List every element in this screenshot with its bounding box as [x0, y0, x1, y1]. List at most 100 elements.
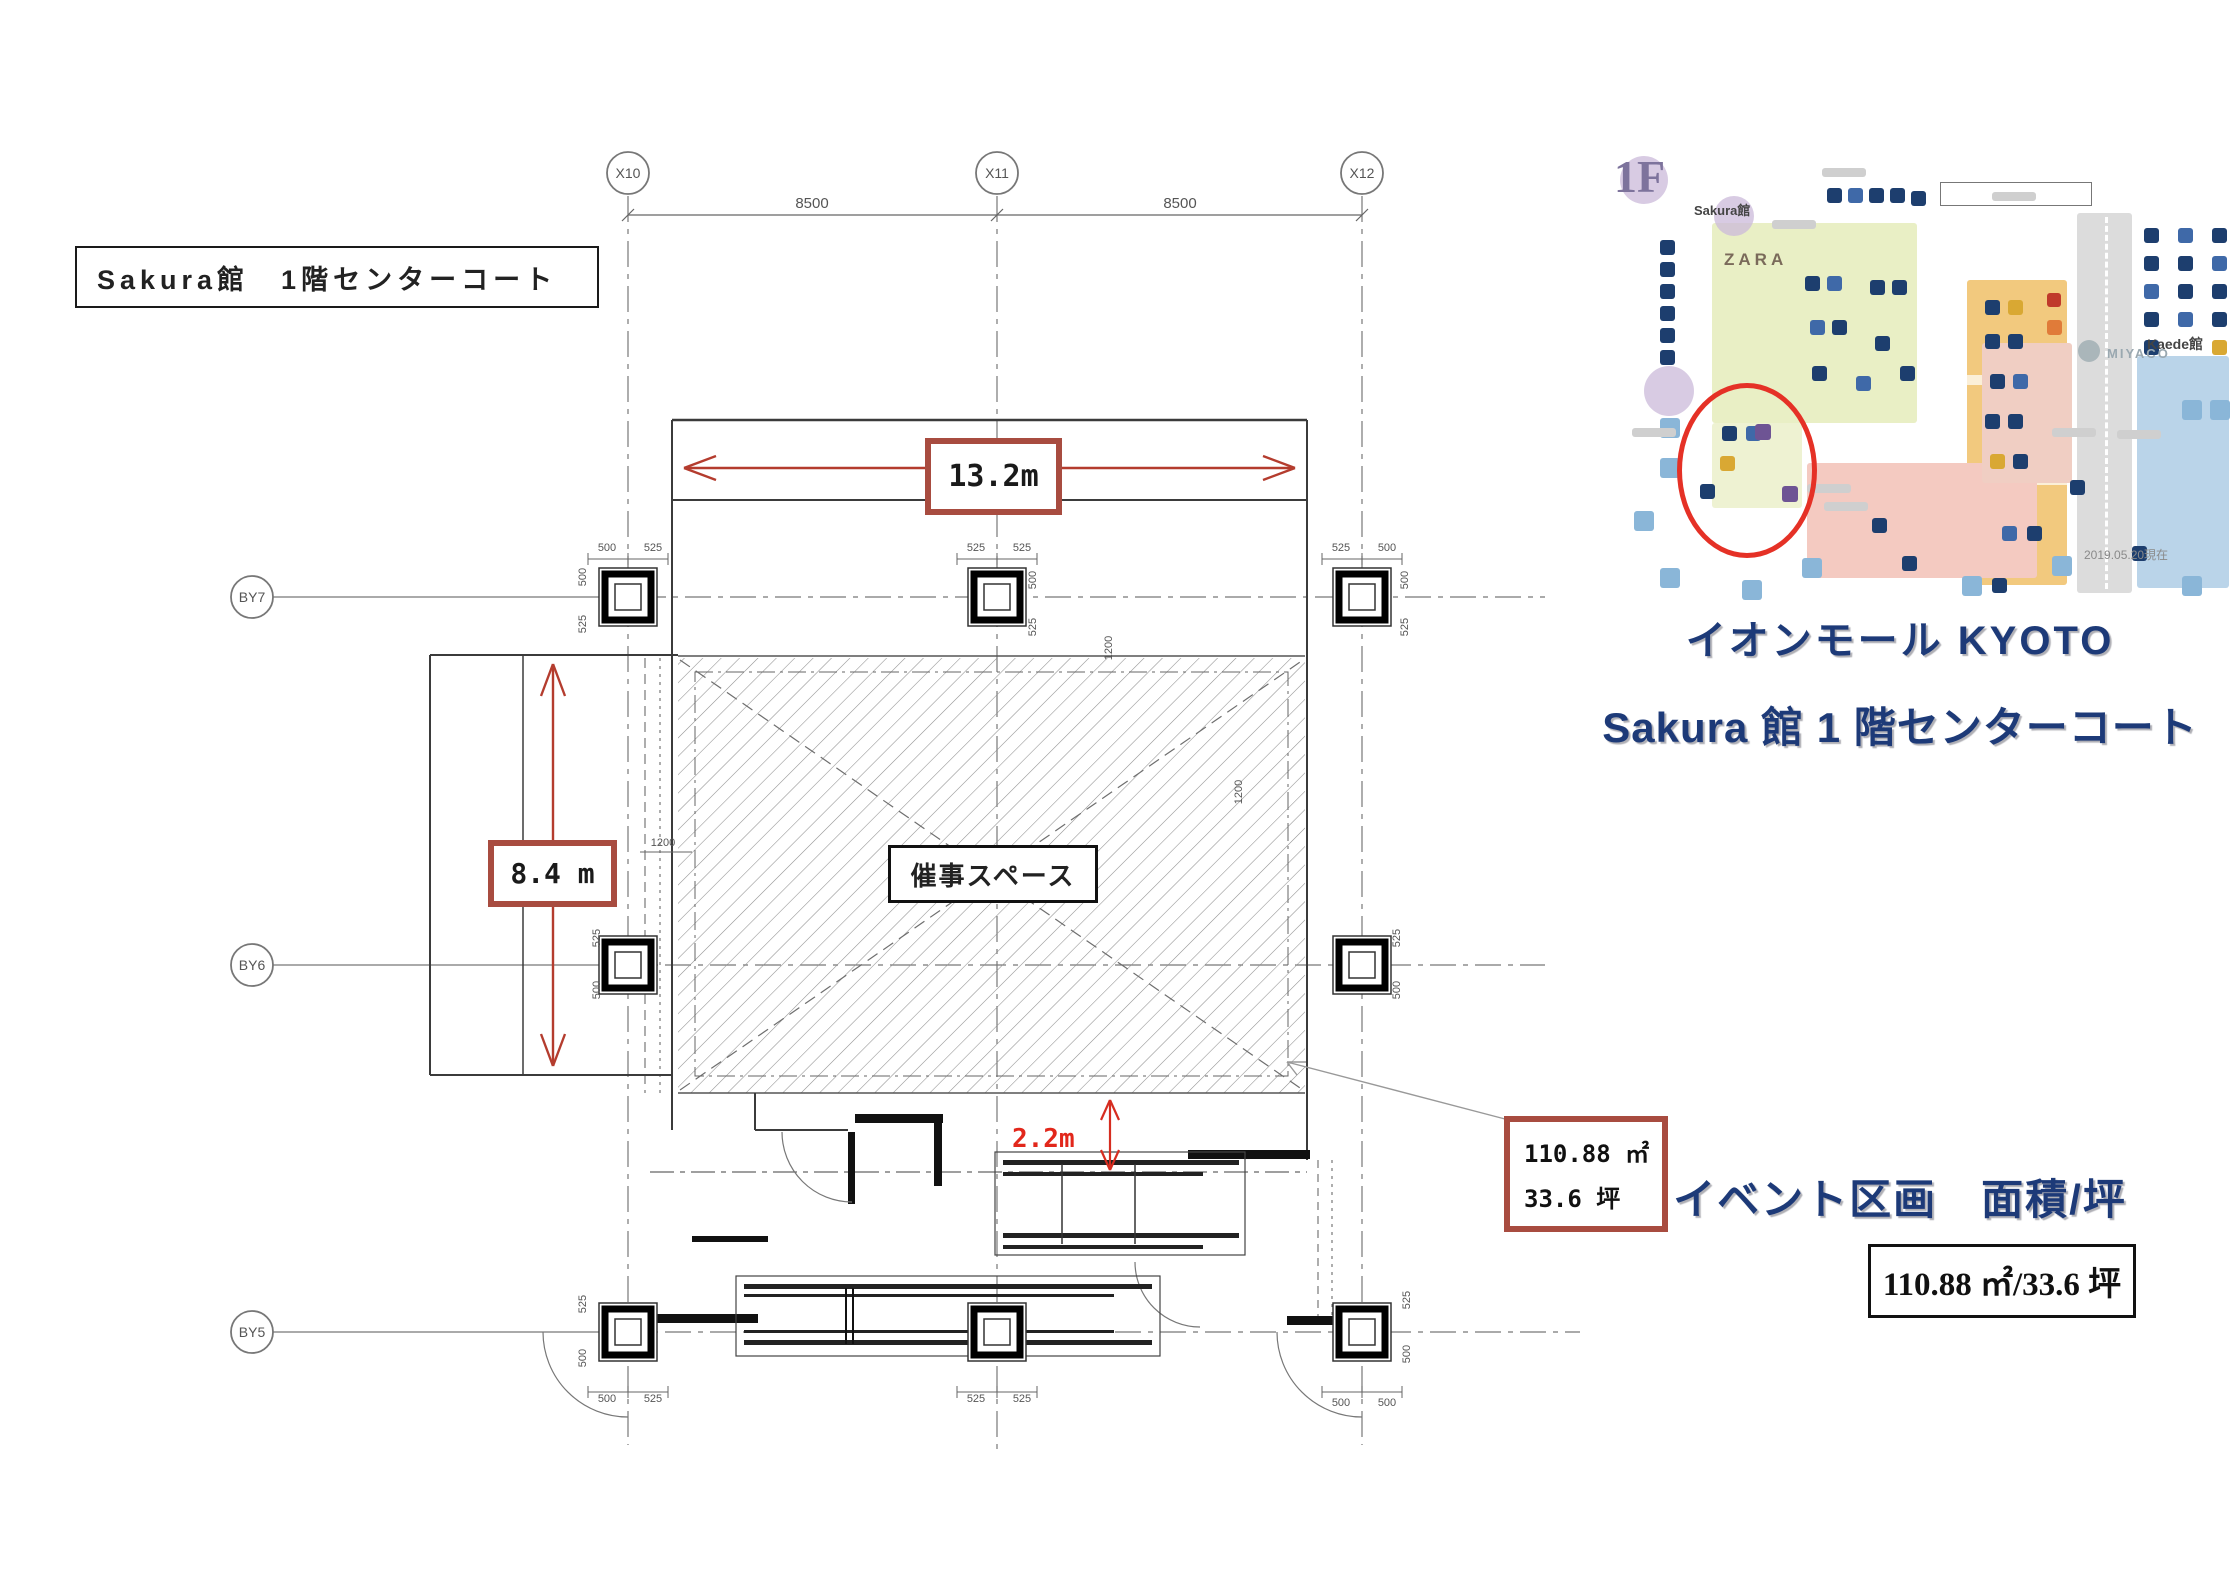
map-store-icon	[2212, 312, 2227, 327]
map-store-icon	[2002, 526, 2017, 541]
map-store-icon	[1856, 376, 1871, 391]
escalator-lower	[735, 1275, 1161, 1357]
map-store-icon	[1870, 280, 1885, 295]
miyako-logo-icon	[2078, 340, 2100, 362]
map-store-icon	[2132, 546, 2147, 561]
map-floor-label: 1F	[1614, 151, 1666, 202]
map-store-icon	[2212, 228, 2227, 243]
map-store-icon	[1985, 414, 2000, 429]
map-store-icon	[2013, 374, 2028, 389]
area-callout-box: 110.88 ㎡ 33.6 坪	[1504, 1116, 1668, 1232]
map-store-icon	[1992, 578, 2007, 593]
span-dim-label: 8500	[795, 195, 828, 212]
dim-label: 500	[598, 1393, 616, 1405]
map-store-icon	[2212, 256, 2227, 271]
dim-label: 525	[1399, 618, 1411, 636]
event-space-label: 催事スペース	[888, 845, 1098, 903]
map-store-icon	[1872, 518, 1887, 533]
height-dimension-box: 8.4 m	[488, 840, 617, 907]
map-store-icon	[1985, 300, 2000, 315]
grid-bubbles	[230, 151, 1384, 1354]
map-store-icon	[1890, 188, 1905, 203]
area-leader-line	[1286, 1061, 1506, 1120]
map-zone-road	[2077, 213, 2132, 593]
dim-label: 525	[591, 929, 603, 947]
area-tsubo: 33.6 坪	[1524, 1185, 1621, 1213]
map-text-smudge	[1772, 220, 1816, 229]
grid-bubble-label: BY5	[239, 1324, 266, 1340]
map-store-icon	[2210, 400, 2230, 420]
map-miyako-label: MIYACO	[2107, 346, 2170, 361]
grid-bubble-label: X12	[1350, 165, 1375, 181]
map-store-icon	[2212, 284, 2227, 299]
dim-labels: 500 525 525 525 525 500 500 525 500 525 500 525 525 5…	[577, 542, 1413, 1409]
map-store-icon	[1875, 336, 1890, 351]
map-sakura-label: Sakura館	[1694, 203, 1751, 218]
map-store-icon	[1742, 580, 1762, 600]
map-text-smudge	[1807, 484, 1851, 493]
map-store-icon	[2013, 454, 2028, 469]
escalator-upper	[994, 1151, 1246, 1256]
map-store-icon	[2182, 576, 2202, 596]
dim-label: 500	[1332, 1397, 1350, 1409]
map-store-icon	[2047, 320, 2062, 335]
area-sqm: 110.88 ㎡	[1524, 1140, 1650, 1168]
map-store-icon	[2144, 284, 2159, 299]
grid-bubble-label: BY6	[239, 957, 266, 973]
dim-label: 525	[577, 1295, 589, 1313]
map-store-icon	[1660, 328, 1675, 343]
mall-map-inset: 1F Sakura館 ZARA Kaede館 MIYACO 2019.05.20…	[1572, 128, 2232, 600]
map-store-icon	[1990, 454, 2005, 469]
map-store-icon	[1660, 458, 1680, 478]
span-dim-label: 8500	[1163, 195, 1196, 212]
map-store-icon	[1848, 188, 1863, 203]
map-store-icon	[2144, 312, 2159, 327]
dim-label: 500	[1378, 542, 1396, 554]
dim-label: 500	[591, 981, 603, 999]
map-store-icon	[1810, 320, 1825, 335]
dim-label: 525	[967, 542, 985, 554]
map-store-icon	[1802, 558, 1822, 578]
dim-label: 525	[1401, 1291, 1413, 1309]
dim-label: 500	[598, 542, 616, 554]
dim-label: 525	[1013, 542, 1031, 554]
location-heading: Sakura 館 1 階センターコート	[1602, 704, 2198, 751]
map-text-smudge	[1824, 502, 1868, 511]
map-store-icon	[1902, 556, 1917, 571]
map-store-icon	[2182, 400, 2202, 420]
walls	[429, 418, 1308, 1160]
dim-label: 525	[1027, 618, 1039, 636]
map-store-icon	[1911, 191, 1926, 206]
map-store-icon	[2027, 526, 2042, 541]
map-store-icon	[1634, 511, 1654, 531]
dim-label: 500	[577, 1349, 589, 1367]
dim-label: 500	[1401, 1345, 1413, 1363]
map-zone-kaede	[2137, 356, 2229, 588]
map-store-icon	[1827, 276, 1842, 291]
grid-bubble-label: X10	[616, 165, 641, 181]
map-store-icon	[2047, 293, 2061, 307]
dim-label: 500	[1378, 1397, 1396, 1409]
dim-label: 1200	[1103, 636, 1115, 660]
map-store-icon	[1660, 262, 1675, 277]
door-arcs	[542, 1131, 1363, 1418]
dim-label: 525	[577, 615, 589, 633]
map-store-icon	[1660, 306, 1675, 321]
map-store-icon	[1962, 576, 1982, 596]
map-store-icon	[1805, 276, 1820, 291]
dim-label: 525	[967, 1393, 985, 1405]
map-store-icon	[2144, 340, 2159, 355]
map-store-icon	[2178, 284, 2193, 299]
top-dimension-line	[621, 208, 1369, 222]
map-text-smudge	[1632, 428, 1676, 437]
map-store-icon	[1985, 334, 2000, 349]
dim-label: 525	[644, 542, 662, 554]
map-store-icon	[2178, 312, 2193, 327]
map-store-icon	[2212, 340, 2227, 355]
map-store-icon	[2178, 228, 2193, 243]
map-kaede-label: Kaede館	[2147, 336, 2204, 352]
area-summary-box: 110.88 ㎡/33.6 坪	[1868, 1244, 2136, 1318]
map-store-icon	[1660, 568, 1680, 588]
title-text: Sakura館 1階センターコート	[97, 264, 558, 295]
